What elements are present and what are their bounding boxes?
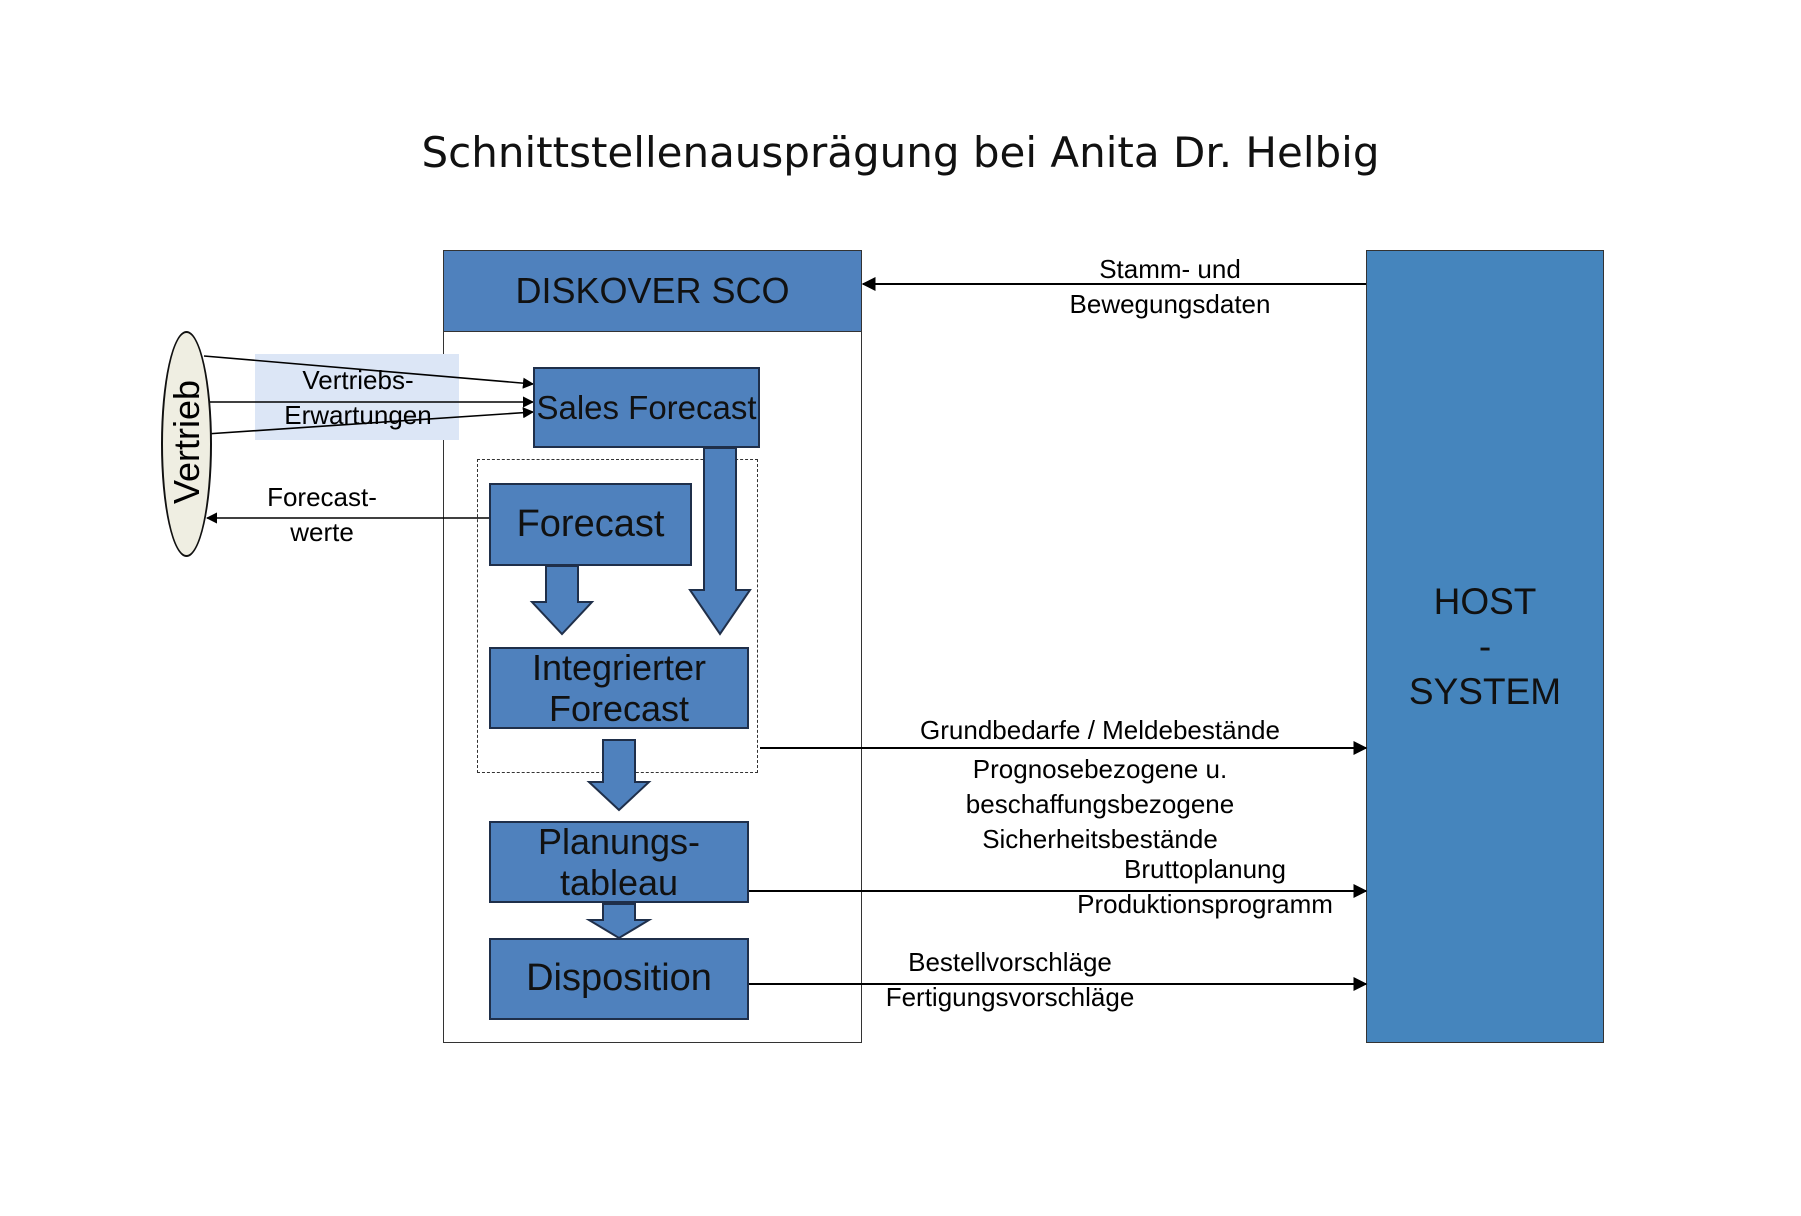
forecast-box: Forecast: [489, 483, 692, 566]
block-arrow-sales-to-integriert: [688, 447, 752, 636]
diskover-sco-header: DISKOVER SCO: [443, 250, 862, 332]
grund-line1: Grundbedarfe / Meldebestände: [920, 715, 1280, 745]
block-arrow-integriert-to-planung: [586, 739, 652, 812]
vertriebs-line1: Vertriebs-: [302, 365, 414, 395]
host-system-box: HOST - SYSTEM: [1366, 250, 1604, 1043]
arrow-vertrieb-3: [205, 407, 535, 435]
vertriebs-line2: Erwartungen: [284, 400, 432, 430]
brutto-line2: Produktionsprogramm: [1077, 889, 1333, 919]
vertriebs-erwartungen-label: Vertriebs- Erwartungen: [262, 363, 454, 433]
sales-forecast-box: Sales Forecast: [533, 367, 760, 448]
stamm-bewegungsdaten-label: Stamm- und Bewegungsdaten: [1030, 252, 1310, 322]
grund-line3: beschaffungsbezogene: [965, 789, 1235, 819]
diagram-title: Schnittstellenausprägung bei Anita Dr. H…: [421, 128, 1380, 177]
stamm-line1: Stamm- und: [1099, 254, 1241, 284]
host-line2: -: [1478, 625, 1492, 667]
vertrieb-label: Vertrieb: [166, 379, 207, 505]
grundbedarfe-label: Grundbedarfe / Meldebestände Prognosebez…: [880, 713, 1320, 857]
bestellvorschlaege-label: Bestellvorschläge Fertigungsvorschläge: [860, 945, 1160, 1015]
host-line1: HOST: [1433, 580, 1537, 622]
forecastwerte-line2: werte: [290, 517, 354, 547]
planung-line2: tableau: [559, 862, 679, 903]
integrierter-line1: Integrierter: [531, 646, 707, 688]
arrow-vertrieb-1: [203, 355, 535, 389]
integrierter-forecast-box: Integrierter Forecast: [489, 647, 749, 729]
grund-line2: Prognosebezogene u.: [972, 754, 1228, 784]
planungstableau-box: Planungs- tableau: [489, 821, 749, 903]
forecastwerte-label: Forecast- werte: [242, 480, 402, 550]
bruttoplanung-label: Bruttoplanung Produktionsprogramm: [1050, 852, 1360, 922]
vertrieb-ellipse: [161, 331, 212, 557]
integrierter-line2: Forecast: [548, 688, 690, 729]
block-arrow-planung-to-disposition: [585, 903, 653, 940]
host-line3: SYSTEM: [1408, 671, 1562, 713]
bestell-line2: Fertigungsvorschläge: [885, 982, 1135, 1012]
stamm-line2: Bewegungsdaten: [1069, 289, 1271, 319]
planung-line1: Planungs-: [537, 820, 701, 862]
grund-line4: Sicherheitsbestände: [982, 824, 1218, 854]
block-arrow-forecast-to-integriert: [529, 565, 595, 636]
disposition-box: Disposition: [489, 938, 749, 1020]
brutto-line1: Bruttoplanung: [1124, 854, 1286, 884]
bestell-line1: Bestellvorschläge: [908, 947, 1112, 977]
forecastwerte-line1: Forecast-: [267, 482, 377, 512]
